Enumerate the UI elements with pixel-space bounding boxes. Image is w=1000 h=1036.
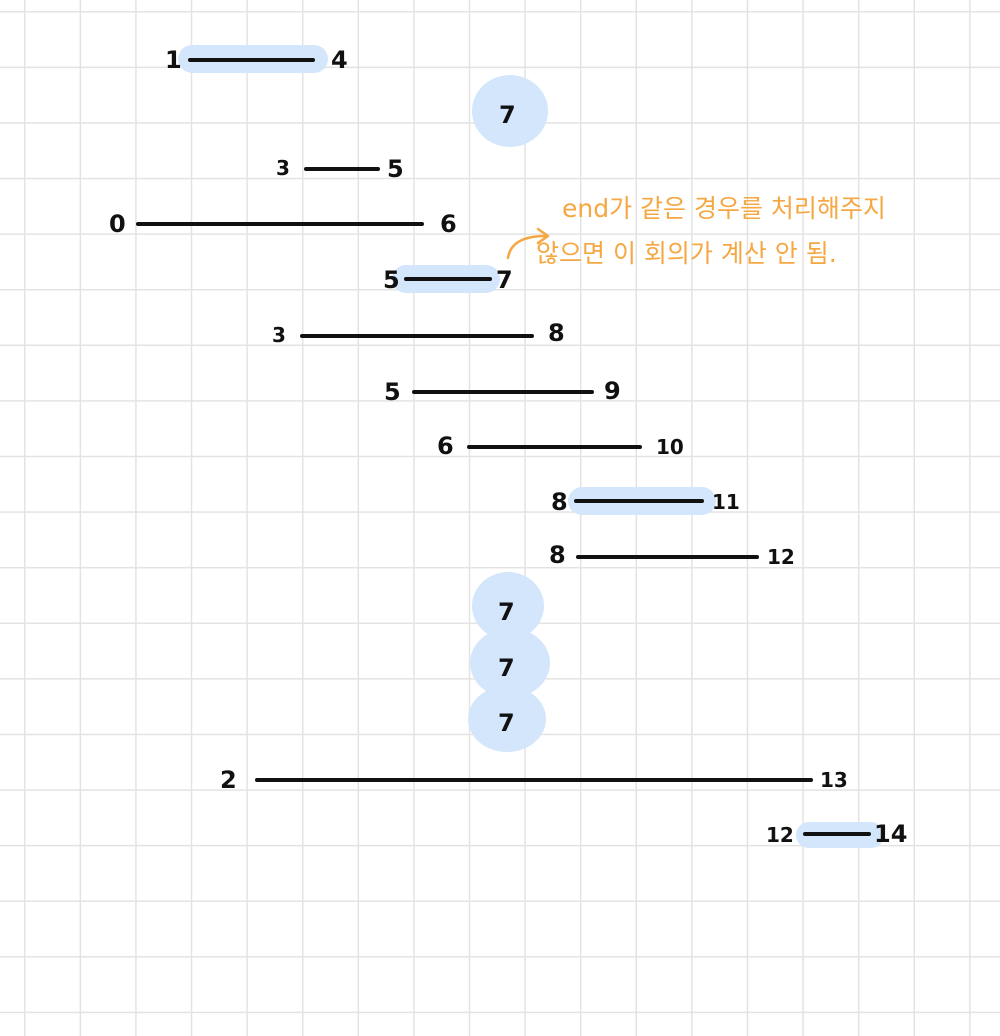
interval-end-label: 5 (387, 155, 404, 183)
interval-end-label: 8 (548, 319, 565, 347)
interval-line (467, 445, 642, 449)
interval-end-label: 14 (874, 820, 908, 848)
interval-end-label: 10 (656, 435, 684, 459)
interval-line (188, 58, 315, 62)
point-highlight-7 (468, 686, 546, 752)
annotation-line-1: end가 같은 경우를 처리해주지 (562, 194, 886, 223)
annotation-line-2: 않으면 이 회의가 계산 안 됨. (536, 239, 837, 268)
interval-line (304, 167, 380, 171)
interval-line (412, 390, 594, 394)
point-label: 7 (498, 598, 515, 626)
interval-end-label: 11 (712, 490, 740, 514)
point-label: 7 (498, 709, 515, 737)
point-label: 7 (499, 101, 516, 129)
interval-end-label: 13 (820, 768, 848, 792)
interval-line (803, 832, 871, 836)
interval-line (404, 277, 492, 281)
interval-line (136, 222, 424, 226)
interval-line (255, 778, 813, 782)
interval-end-label: 9 (604, 377, 621, 405)
interval-start-label: 6 (437, 432, 454, 460)
interval-end-label: 6 (440, 210, 457, 238)
interval-end-label: 4 (331, 46, 348, 74)
interval-start-label: 5 (384, 378, 401, 406)
interval-start-label: 8 (551, 488, 568, 516)
interval-start-label: 1 (165, 46, 182, 74)
interval-start-label: 12 (766, 823, 794, 847)
interval-line (574, 499, 704, 503)
interval-end-label: 12 (767, 545, 795, 569)
point-highlight-7 (472, 75, 548, 147)
interval-start-label: 8 (549, 541, 566, 569)
interval-start-label: 0 (109, 210, 126, 238)
interval-start-label: 5 (383, 266, 400, 294)
curved-arrow-icon (506, 227, 550, 260)
interval-end-label: 7 (496, 266, 513, 294)
interval-line (300, 334, 534, 338)
interval-start-label: 3 (276, 156, 290, 180)
interval-line (576, 555, 759, 559)
interval-start-label: 2 (220, 766, 237, 794)
interval-start-label: 3 (272, 323, 286, 347)
point-label: 7 (498, 654, 515, 682)
